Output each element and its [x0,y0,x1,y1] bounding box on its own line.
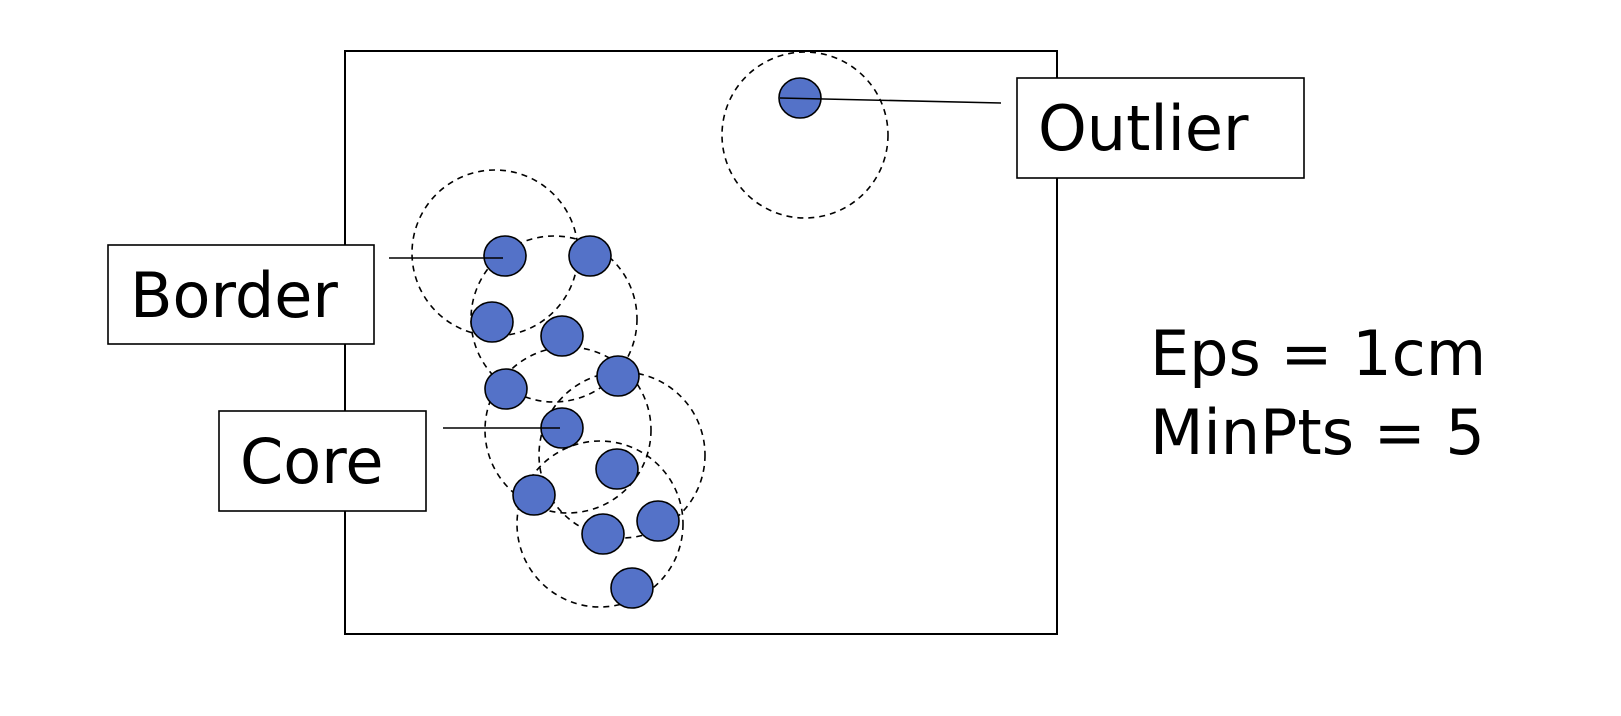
data-point [470,301,514,343]
outlier-label: Outlier [1038,92,1249,165]
eps-parameter: Eps = 1cm [1150,317,1486,390]
data-point [540,315,584,357]
data-point [636,500,680,542]
data-point [512,474,556,516]
minpts-parameter: MinPts = 5 [1150,396,1485,469]
eps-circle-outlier [721,51,889,219]
outlier-leader-line [779,97,1002,104]
border-label-box [107,244,375,345]
outlier-label-box [1016,77,1305,179]
data-point [596,355,640,397]
border-label: Border [130,259,338,332]
data-point [484,368,528,410]
data-point [595,448,639,490]
data-point [568,235,612,277]
data-point [581,513,625,555]
point-border [483,235,527,277]
core-label-box [218,410,427,512]
data-points [470,77,822,609]
data-space-frame [344,50,1058,635]
core-label: Core [240,425,384,498]
eps-circle-lower [516,440,684,608]
data-point [610,567,654,609]
eps-circle-upper [470,235,638,403]
